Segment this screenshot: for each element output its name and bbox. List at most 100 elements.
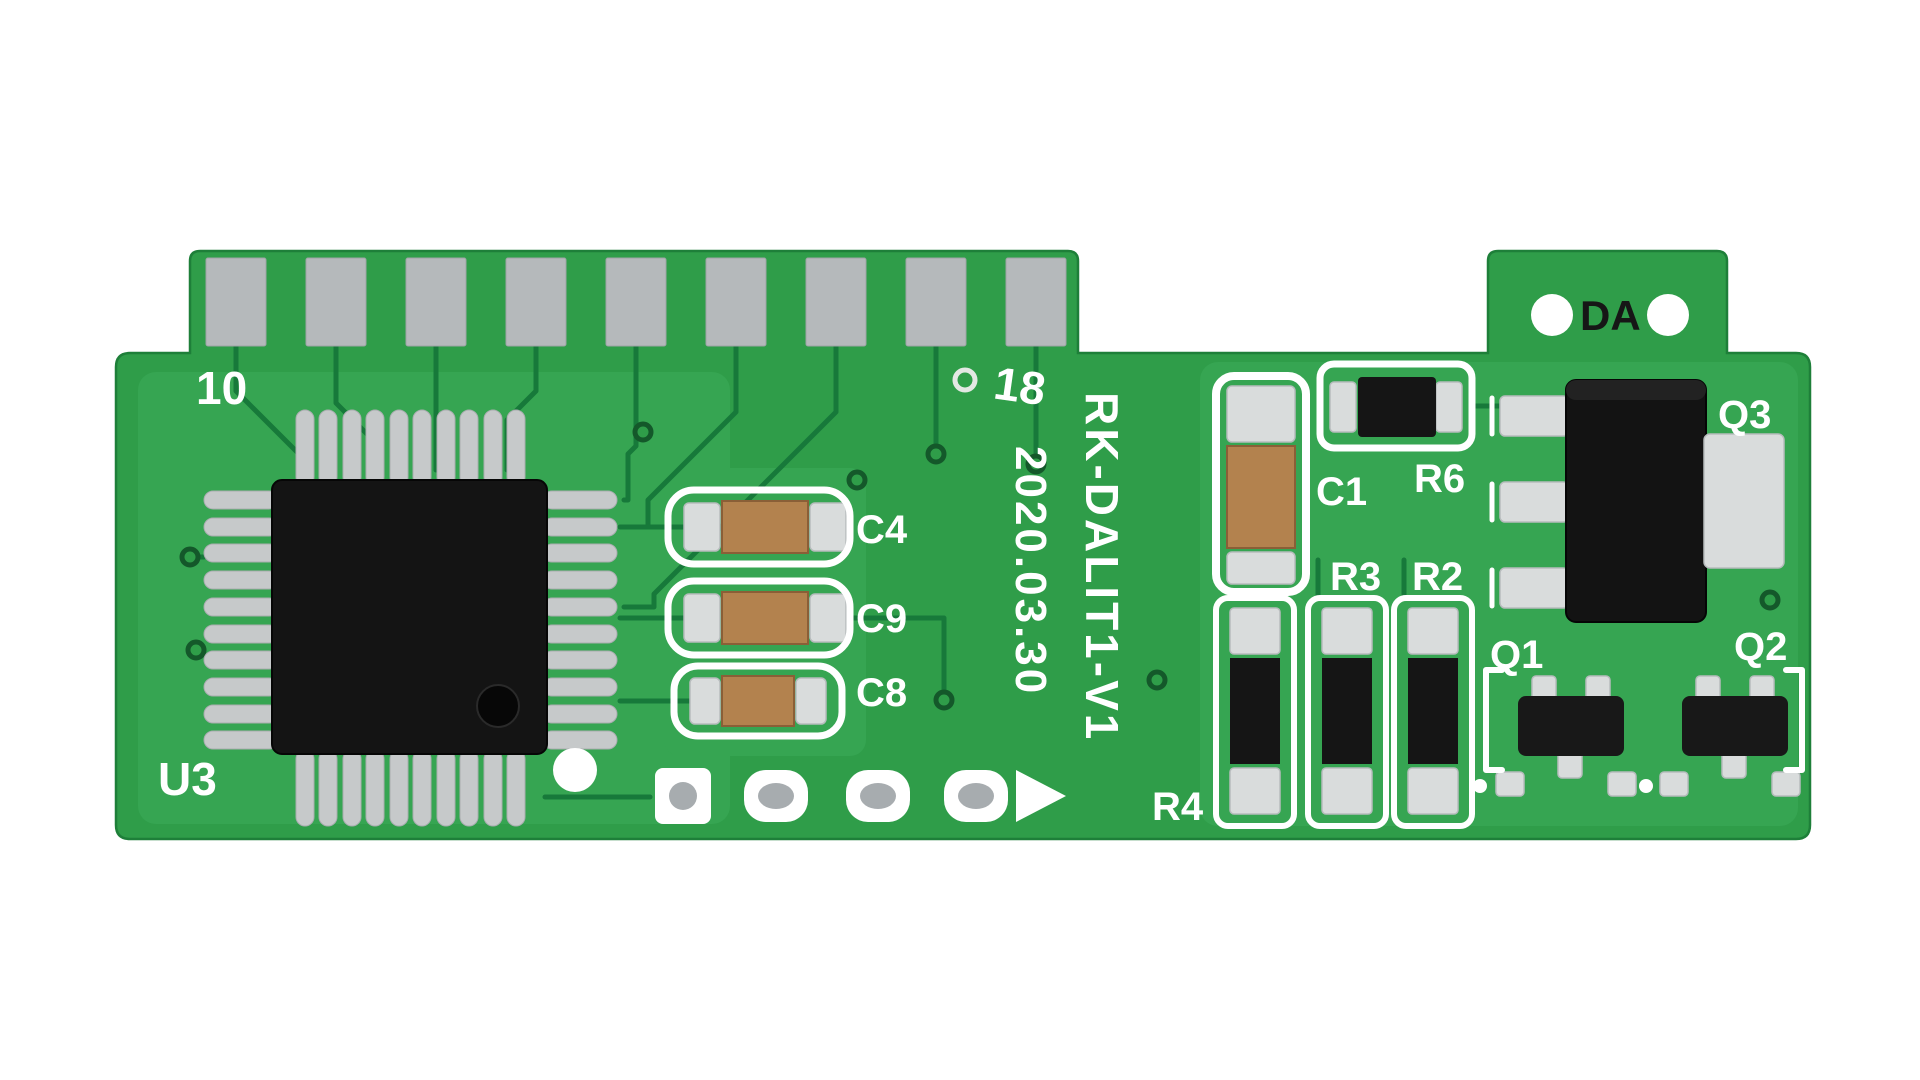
via xyxy=(933,689,955,711)
transistor-tab xyxy=(1703,433,1785,569)
chip-pin xyxy=(203,730,279,750)
label-q3: Q3 xyxy=(1718,393,1771,437)
label-r6: R6 xyxy=(1414,457,1465,501)
chip-pin xyxy=(365,409,385,487)
resistor-body xyxy=(1408,658,1458,764)
label-r3: R3 xyxy=(1330,555,1381,599)
chip-body xyxy=(271,479,548,755)
connector-pad xyxy=(905,257,967,347)
transistor-body xyxy=(1518,696,1624,756)
via xyxy=(1759,589,1781,611)
capacitor-c8 xyxy=(689,675,827,727)
via xyxy=(1146,669,1168,691)
connector-pad xyxy=(605,257,667,347)
label-c8: C8 xyxy=(856,671,907,715)
resistor-terminal xyxy=(1321,767,1373,815)
da-hole-right xyxy=(1647,294,1689,336)
resistor-terminal xyxy=(1321,607,1373,655)
chip-u3 xyxy=(203,409,618,827)
round-pad xyxy=(553,748,597,792)
cap-body xyxy=(1226,445,1296,549)
copper-trace xyxy=(621,343,639,503)
vias xyxy=(179,367,1781,711)
label-c4: C4 xyxy=(856,508,908,552)
chip-pin xyxy=(203,543,279,563)
silk-bracket-q2 xyxy=(1783,667,1805,773)
da-hole-left xyxy=(1531,294,1573,336)
chip-pin1-dot xyxy=(476,684,520,728)
test-point xyxy=(1473,779,1487,793)
chip-pin xyxy=(203,650,279,670)
cap-terminal xyxy=(689,677,721,725)
transistor-q3 xyxy=(1499,379,1785,623)
chip-pin xyxy=(542,704,618,724)
silk-outline-c8 xyxy=(670,662,846,740)
transistor-q2 xyxy=(1682,675,1788,779)
chip-pin xyxy=(295,749,315,827)
chip-pin xyxy=(203,677,279,697)
label-c9: C9 xyxy=(856,597,907,641)
label-date: 2020.03.30 xyxy=(1006,446,1055,696)
chip-pin xyxy=(459,749,479,827)
resistor-column-3 xyxy=(1407,607,1459,815)
chip-pin xyxy=(506,749,526,827)
label-r4: R4 xyxy=(1152,785,1204,829)
chip-pin xyxy=(483,409,503,487)
label-q2: Q2 xyxy=(1734,625,1787,669)
copper-traces xyxy=(191,343,1503,800)
silk-outline-resistor xyxy=(1305,595,1389,829)
solder-pad xyxy=(1607,771,1637,797)
chip-pin xyxy=(203,597,279,617)
via xyxy=(1025,453,1047,475)
transistor-body xyxy=(1565,379,1707,623)
chip-pin xyxy=(389,409,409,487)
connector-pad xyxy=(205,257,267,347)
da-connector: DA xyxy=(1531,292,1689,339)
chip-pin xyxy=(318,749,338,827)
copper-trace xyxy=(847,615,947,701)
cap-terminal xyxy=(809,593,847,643)
oval-pad-hole xyxy=(860,783,896,809)
chip-pin xyxy=(412,409,432,487)
transistor-q1 xyxy=(1518,675,1624,779)
resistor-terminal xyxy=(1229,767,1281,815)
oval-pad-hole xyxy=(758,783,794,809)
resistor-body xyxy=(1322,658,1372,764)
resistor-terminal xyxy=(1407,767,1459,815)
cap-body xyxy=(721,591,809,645)
edge-connector-pads xyxy=(205,257,1067,347)
silk-outline-resistor xyxy=(1391,595,1475,829)
chip-pin xyxy=(542,490,618,510)
silk-outline-c1 xyxy=(1212,372,1310,596)
resistor-terminal xyxy=(1329,381,1357,433)
solder-pad xyxy=(1659,771,1689,797)
resistor-terminal xyxy=(1229,607,1281,655)
chip-pin xyxy=(203,704,279,724)
cap-body xyxy=(721,500,809,554)
test-point xyxy=(1639,779,1653,793)
via xyxy=(925,443,947,465)
via xyxy=(952,367,978,393)
chip-pin xyxy=(542,543,618,563)
transistor-body xyxy=(1682,696,1788,756)
cap-terminal xyxy=(1226,551,1296,585)
chip-pin xyxy=(203,517,279,537)
bottom-pads xyxy=(553,748,1066,824)
chip-pin xyxy=(542,597,618,617)
silkscreen-outlines xyxy=(664,360,1805,829)
connector-pad xyxy=(805,257,867,347)
connector-pad xyxy=(1005,257,1067,347)
resistor-column-1 xyxy=(1229,607,1281,815)
chip-pin xyxy=(542,730,618,750)
via xyxy=(185,639,207,661)
silk-bracket-q1 xyxy=(1483,667,1505,773)
transistor-lead xyxy=(1499,481,1569,523)
chip-pin xyxy=(542,677,618,697)
chip-pin xyxy=(389,749,409,827)
chip-pin xyxy=(203,570,279,590)
chip-pin xyxy=(342,749,362,827)
connector-pad xyxy=(305,257,367,347)
misc-solder-pads xyxy=(1473,771,1801,797)
